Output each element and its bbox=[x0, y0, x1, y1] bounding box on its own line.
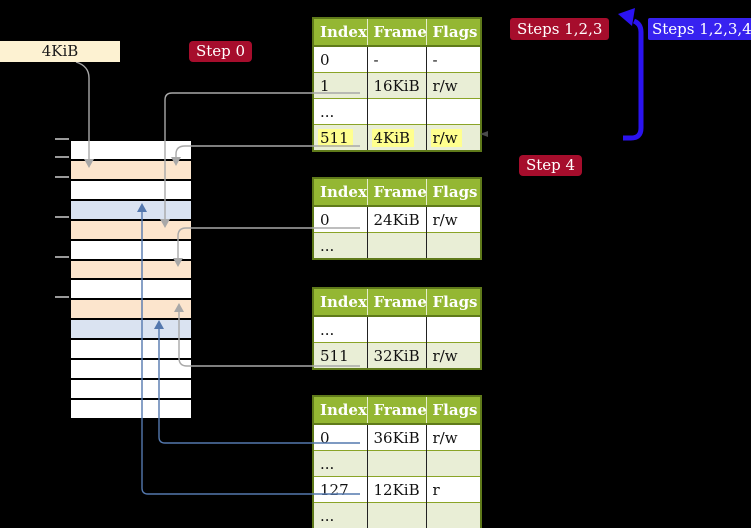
cell-index: 511 bbox=[320, 346, 349, 365]
address-tick bbox=[55, 138, 69, 140]
column-header-index: Index bbox=[313, 288, 367, 317]
table-row: 511 32KiB r/w bbox=[313, 342, 481, 369]
memory-frame-row bbox=[71, 340, 191, 359]
column-header-frame: Frame bbox=[366, 396, 427, 425]
column-header-frame: Frame bbox=[366, 288, 427, 317]
column-header-flags: Flags bbox=[425, 178, 481, 207]
memory-frame-row bbox=[71, 399, 191, 418]
step4-label: Step 4 bbox=[519, 155, 583, 176]
cell-flags: r/w bbox=[430, 128, 462, 147]
cell-flags: r/w bbox=[432, 210, 458, 229]
cell-flags: r/w bbox=[432, 76, 458, 95]
cell-frame: 16KiB bbox=[373, 76, 420, 95]
table-row: 1 16KiB r/w bbox=[313, 72, 481, 99]
address-tick bbox=[55, 216, 69, 218]
cell-frame: 4KiB bbox=[371, 128, 415, 147]
memory-frame-row bbox=[71, 380, 191, 398]
frame-size-label: 4KiB bbox=[0, 41, 120, 62]
page-table-second: Index Frame Flags 0 24KiB r/w ... bbox=[312, 177, 482, 260]
cell-flags: - bbox=[432, 50, 438, 69]
column-header-flags: Flags bbox=[425, 396, 481, 425]
column-header-frame: Frame bbox=[366, 18, 427, 47]
column-header-flags: Flags bbox=[425, 288, 481, 317]
column-header-frame: Frame bbox=[366, 178, 427, 207]
column-header-index: Index bbox=[313, 178, 367, 207]
cell-frame: 24KiB bbox=[373, 210, 420, 229]
cell-index: 0 bbox=[320, 428, 330, 447]
table-row: 0 24KiB r/w bbox=[313, 205, 481, 233]
cell-flags: r bbox=[432, 480, 440, 499]
memory-frame-row bbox=[71, 260, 191, 279]
cell-index: ... bbox=[320, 236, 335, 255]
memory-frame-row bbox=[71, 320, 191, 339]
column-header-flags: Flags bbox=[425, 18, 481, 47]
cell-frame: - bbox=[373, 50, 379, 69]
cell-frame: 32KiB bbox=[373, 346, 420, 365]
memory-frame-row bbox=[71, 220, 191, 239]
arrowhead-upleft-icon bbox=[618, 8, 635, 26]
table-row: ... bbox=[313, 450, 481, 477]
steps1234-label: Steps 1,2,3,4 bbox=[648, 18, 751, 40]
column-header-index: Index bbox=[313, 396, 367, 425]
cell-index: 0 bbox=[320, 50, 330, 69]
column-header-index: Index bbox=[313, 18, 367, 47]
address-tick bbox=[55, 176, 69, 178]
memory-frame-row bbox=[71, 180, 191, 199]
memory-frame-row bbox=[71, 141, 191, 159]
table-row: ... bbox=[313, 502, 481, 528]
memory-frame-stack bbox=[69, 139, 193, 420]
table-row-highlighted: 511 4KiB r/w bbox=[313, 124, 481, 151]
cell-index: 127 bbox=[320, 480, 349, 499]
address-tick bbox=[55, 296, 69, 298]
cell-flags: r/w bbox=[432, 428, 458, 447]
cell-index: 1 bbox=[320, 76, 330, 95]
cell-index: 511 bbox=[318, 128, 353, 147]
cell-index: ... bbox=[320, 506, 335, 525]
memory-frame-row bbox=[71, 240, 191, 259]
table-row: 0 - - bbox=[313, 45, 481, 73]
cell-frame: 36KiB bbox=[373, 428, 420, 447]
memory-frame-row bbox=[71, 160, 191, 179]
cell-flags: r/w bbox=[432, 346, 458, 365]
loop-back-arrow bbox=[623, 18, 644, 141]
table-row: ... bbox=[313, 98, 481, 125]
page-table-bottom: Index Frame Flags 0 36KiB r/w ... 127 12… bbox=[312, 395, 482, 528]
table-row: ... bbox=[313, 232, 481, 259]
cell-index: ... bbox=[320, 102, 335, 121]
memory-frame-row bbox=[71, 300, 191, 319]
cell-index: 0 bbox=[320, 210, 330, 229]
table-row: 127 12KiB r bbox=[313, 476, 481, 503]
cell-frame: 12KiB bbox=[373, 480, 420, 499]
table-row: ... bbox=[313, 315, 481, 343]
memory-frame-row bbox=[71, 200, 191, 219]
memory-frame-row bbox=[71, 280, 191, 299]
table-row: 0 36KiB r/w bbox=[313, 423, 481, 451]
address-tick bbox=[55, 256, 69, 258]
cell-index: ... bbox=[320, 320, 335, 339]
cell-index: ... bbox=[320, 454, 335, 473]
page-table-third: Index Frame Flags ... 511 32KiB r/w bbox=[312, 287, 482, 370]
address-tick bbox=[55, 156, 69, 158]
steps123-label: Steps 1,2,3 bbox=[510, 18, 610, 40]
step0-label: Step 0 bbox=[189, 41, 253, 62]
memory-frame-row bbox=[71, 360, 191, 379]
page-table-top: Index Frame Flags 0 - - 1 16KiB r/w ... … bbox=[312, 17, 482, 152]
